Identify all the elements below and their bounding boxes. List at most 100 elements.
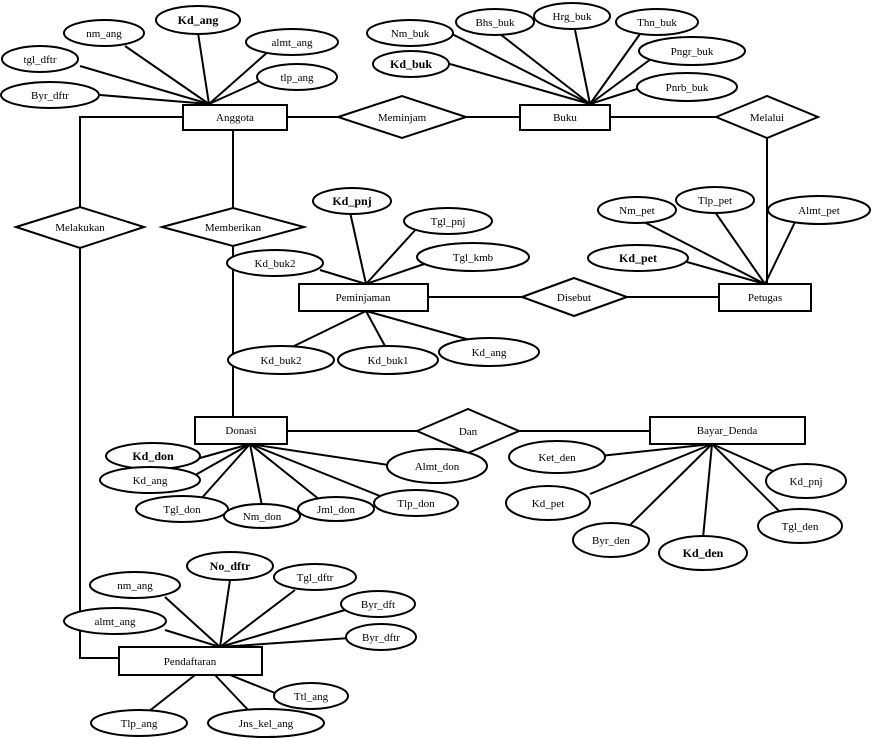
attribute-donasi-kd-don[interactable]: Kd_don bbox=[105, 442, 201, 470]
entity-buku[interactable]: Buku bbox=[519, 104, 611, 131]
attribute-bayar-denda-kd-pet[interactable]: Kd_pet bbox=[505, 485, 591, 521]
edge-bayar-denda-byr-den bbox=[626, 443, 713, 529]
relationship-melalui[interactable]: Melalui bbox=[713, 94, 821, 140]
edge-anggota-melakukan bbox=[79, 116, 183, 207]
attribute-petugas-almt-pet[interactable]: Almt_pet bbox=[767, 195, 871, 225]
edge-peminjaman-kd-buk2-top bbox=[319, 269, 367, 285]
attribute-bayar-denda-byr-den[interactable]: Byr_den bbox=[572, 522, 650, 558]
attribute-anggota-kd-ang[interactable]: Kd_ang bbox=[155, 5, 241, 35]
attribute-label: Jml_don bbox=[317, 504, 355, 516]
relationship-disebut[interactable]: Disebut bbox=[519, 276, 630, 318]
attribute-label: No_dftr bbox=[210, 559, 251, 573]
relationship-meminjam-label: Meminjam bbox=[378, 112, 427, 124]
edge-bayar-denda-ket-den bbox=[599, 443, 713, 457]
attribute-buku-hrg-buk[interactable]: Hrg_buk bbox=[533, 2, 611, 30]
attribute-donasi-tlp-don[interactable]: Tlp_don bbox=[373, 489, 459, 517]
relationship-memberikan[interactable]: Memberikan bbox=[158, 206, 308, 248]
entity-anggota[interactable]: Anggota bbox=[182, 104, 288, 131]
attribute-petugas-kd-pet[interactable]: Kd_pet bbox=[587, 244, 689, 272]
edge-bayar-denda-tgl-den bbox=[711, 443, 781, 513]
attribute-buku-kd-buk[interactable]: Kd_buk bbox=[372, 50, 450, 78]
attribute-label: Kd_don bbox=[132, 449, 174, 463]
entity-donasi[interactable]: Donasi bbox=[194, 416, 288, 445]
attribute-pendaftaran-nm-ang[interactable]: nm_ang bbox=[89, 571, 181, 599]
edge-buku-kd-buk bbox=[449, 63, 591, 105]
relationship-melakukan-label: Melakukan bbox=[55, 222, 105, 234]
attribute-pendaftaran-byr-dft[interactable]: Byr_dft bbox=[340, 590, 416, 618]
attribute-peminjaman-kd-buk2[interactable]: Kd_buk2 bbox=[227, 345, 335, 375]
attribute-pendaftaran-jns-kel-ang[interactable]: Jns_kel_ang bbox=[207, 708, 325, 738]
attribute-label: Tlp_ang bbox=[121, 718, 158, 730]
entity-donasi-label: Donasi bbox=[225, 425, 256, 437]
attribute-buku-nm-buk[interactable]: Nm_buk bbox=[366, 19, 454, 47]
edge-petugas-nm-pet bbox=[639, 219, 766, 285]
relationship-melakukan[interactable]: Melakukan bbox=[12, 205, 148, 250]
relationship-memberikan-label: Memberikan bbox=[205, 222, 262, 234]
edge-pendaftaran-jns-kel-ang bbox=[214, 674, 251, 713]
attribute-bayar-denda-kd-den[interactable]: Kd_den bbox=[658, 535, 748, 571]
attribute-peminjaman-tgl-pnj[interactable]: Tgl_pnj bbox=[403, 207, 493, 235]
attribute-label: Tgl_kmb bbox=[453, 252, 494, 264]
attribute-label: Tgl_don bbox=[163, 504, 201, 516]
attribute-donasi-tgl-don[interactable]: Tgl_don bbox=[135, 495, 229, 523]
attribute-pendaftaran-almt-ang[interactable]: almt_ang bbox=[63, 607, 167, 635]
attribute-petugas-nm-pet[interactable]: Nm_pet bbox=[597, 196, 677, 224]
attribute-anggota-almt-ang[interactable]: almt_ang bbox=[245, 28, 339, 56]
attribute-buku-pnrb-buk[interactable]: Pnrb_buk bbox=[636, 72, 738, 102]
attribute-bayar-denda-ket-den[interactable]: Ket_den bbox=[508, 440, 606, 474]
attribute-donasi-nm-don[interactable]: Nm_don bbox=[223, 503, 301, 529]
attribute-label: Tlp_don bbox=[397, 498, 435, 510]
entity-peminjaman[interactable]: Peminjaman bbox=[298, 283, 429, 312]
attribute-peminjaman-kd-pnj[interactable]: Kd_pnj bbox=[312, 187, 392, 215]
entity-petugas[interactable]: Petugas bbox=[718, 283, 812, 312]
edge-anggota-almt-ang bbox=[208, 49, 271, 105]
entity-bayar-denda-label: Bayar_Denda bbox=[697, 425, 758, 437]
attribute-anggota-nm-ang[interactable]: nm_ang bbox=[63, 19, 145, 47]
attribute-peminjaman-tgl-kmb[interactable]: Tgl_kmb bbox=[416, 242, 530, 272]
attribute-donasi-jml-don[interactable]: Jml_don bbox=[297, 496, 375, 522]
entity-petugas-label: Petugas bbox=[748, 292, 782, 304]
relationship-meminjam[interactable]: Meminjam bbox=[334, 94, 470, 140]
entity-bayar-denda[interactable]: Bayar_Denda bbox=[649, 416, 806, 445]
attribute-label: Kd_ang bbox=[133, 475, 168, 487]
attribute-peminjaman-kd-ang[interactable]: Kd_ang bbox=[438, 337, 540, 367]
attribute-donasi-kd-ang[interactable]: Kd_ang bbox=[99, 466, 201, 494]
attribute-label: Byr_dftr bbox=[31, 90, 69, 102]
attribute-label: Almt_pet bbox=[798, 205, 840, 217]
attribute-pendaftaran-tlp-ang[interactable]: Tlp_ang bbox=[90, 709, 188, 737]
attribute-bayar-denda-kd-pnj[interactable]: Kd_pnj bbox=[765, 463, 847, 499]
edge-petugas-kd-pet bbox=[686, 261, 766, 285]
attribute-anggota-byr-dftr[interactable]: Byr_dftr bbox=[0, 81, 100, 109]
attribute-label: Nm_buk bbox=[391, 28, 430, 40]
edge-donasi-nm-don bbox=[249, 443, 263, 507]
edge-donasi-kd-don bbox=[199, 443, 251, 459]
entity-peminjaman-label: Peminjaman bbox=[336, 292, 391, 304]
attribute-pendaftaran-no-dftr[interactable]: No_dftr bbox=[186, 551, 274, 581]
attribute-peminjaman-kd-buk1[interactable]: Kd_buk1 bbox=[337, 345, 439, 375]
attribute-bayar-denda-tgl-den[interactable]: Tgl_den bbox=[757, 508, 843, 544]
attribute-buku-bhs-buk[interactable]: Bhs_buk bbox=[455, 8, 535, 36]
attribute-pendaftaran-ttl-ang[interactable]: Ttl_ang bbox=[273, 682, 349, 710]
relationship-disebut-label: Disebut bbox=[557, 292, 591, 304]
entity-pendaftaran-label: Pendaftaran bbox=[164, 656, 217, 668]
attribute-anggota-tlp-ang[interactable]: tlp_ang bbox=[256, 63, 338, 91]
attribute-buku-pngr-buk[interactable]: Pngr_buk bbox=[638, 36, 746, 66]
relationship-dan[interactable]: Dan bbox=[414, 407, 522, 455]
attribute-label: Tgl_pnj bbox=[431, 216, 466, 228]
attribute-pendaftaran-byr-dftr[interactable]: Byr_dftr bbox=[345, 623, 417, 651]
attribute-peminjaman-kd-buk2-top[interactable]: Kd_buk2 bbox=[226, 249, 324, 277]
attribute-label: Tgl_den bbox=[782, 521, 819, 533]
entity-pendaftaran[interactable]: Pendaftaran bbox=[118, 646, 263, 676]
edge-donasi-tgl-don bbox=[199, 443, 251, 501]
attribute-donasi-almt-don[interactable]: Almt_don bbox=[386, 448, 488, 484]
attribute-label: Nm_pet bbox=[619, 205, 654, 217]
attribute-buku-thn-buk[interactable]: Thn_buk bbox=[615, 8, 699, 36]
attribute-anggota-tgl-dftr[interactable]: tgl_dftr bbox=[1, 45, 79, 73]
edge-peminjaman-tgl-kmb bbox=[365, 261, 431, 285]
attribute-label: almt_ang bbox=[95, 616, 136, 628]
attribute-label: Bhs_buk bbox=[475, 17, 515, 29]
attribute-petugas-tlp-pet[interactable]: Tlp_pet bbox=[675, 186, 755, 214]
edge-peminjaman-kd-buk2 bbox=[289, 310, 367, 349]
attribute-pendaftaran-tgl-dftr[interactable]: Tgl_dftr bbox=[273, 563, 357, 591]
edge-anggota-tgl-dftr bbox=[79, 65, 210, 105]
